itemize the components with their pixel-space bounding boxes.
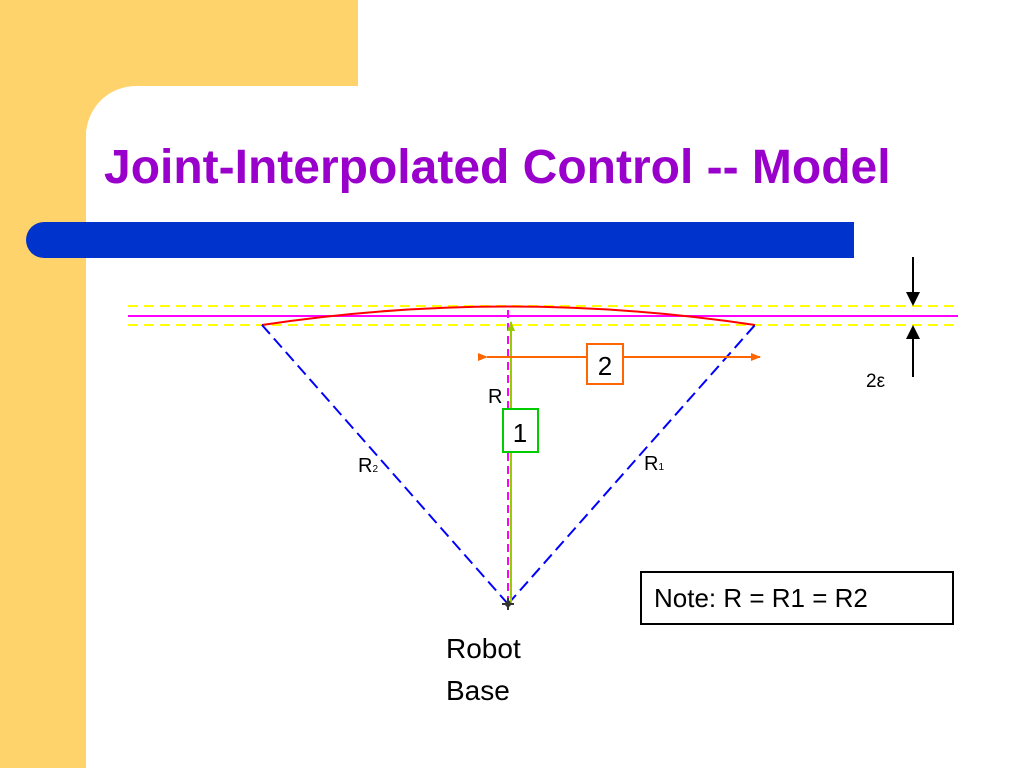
title-underline-bar — [26, 222, 854, 258]
step-1-box — [502, 408, 539, 453]
radius-label-r: R — [488, 386, 502, 408]
step-2-box — [586, 343, 624, 385]
tolerance-label: 2ε — [866, 371, 886, 392]
joint-interpolated-arc — [261, 305, 756, 326]
radius-line-r1 — [507, 324, 756, 605]
radius-label-r1: R1 — [644, 453, 664, 475]
note-box: Note: R = R1 = R2 — [640, 571, 954, 625]
radius-label-r2: R2 — [358, 455, 378, 477]
step-2-label: 2 — [598, 351, 612, 381]
slide-panel — [86, 86, 1024, 768]
robot-base-label-line2: Base — [446, 675, 510, 706]
step-1-label: 1 — [513, 418, 527, 448]
robot-base-label-line1: Robot — [446, 633, 521, 664]
robot-base-marker — [502, 598, 514, 610]
tolerance-arrow-bottom — [906, 325, 920, 377]
tolerance-arrow-top — [906, 257, 920, 306]
robot-base-label: Robot Base — [446, 628, 521, 712]
slide-title: Joint-Interpolated Control -- Model — [104, 141, 891, 194]
radius-line-r2 — [261, 324, 509, 605]
